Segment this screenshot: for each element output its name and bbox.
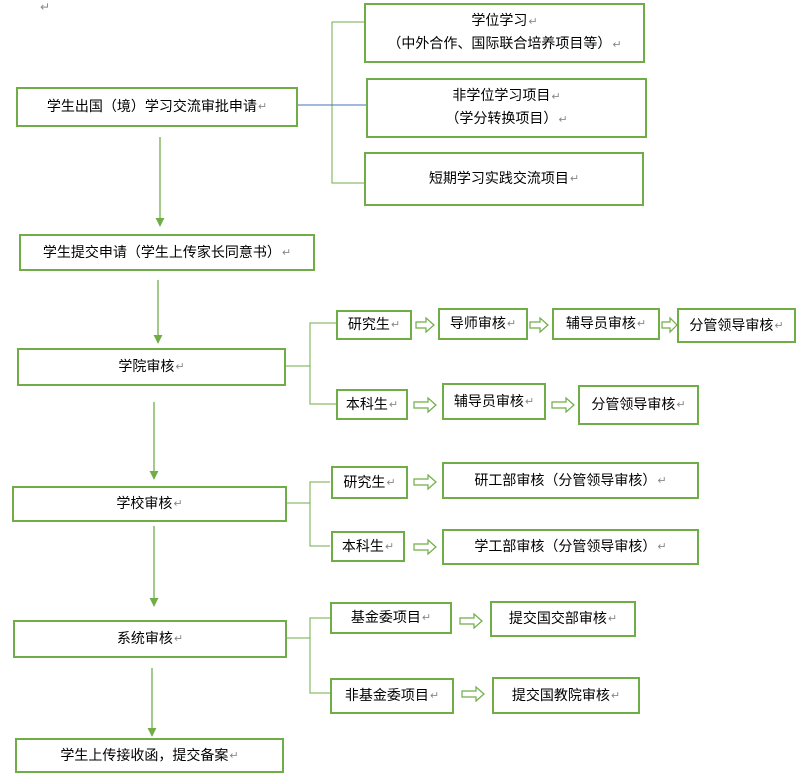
paragraph-mark: ↵ [429,689,440,702]
college-grad-label: 研究生 [347,317,390,333]
paragraph-mark: ↵ [774,318,784,332]
school-grad-step-box: 研工部审核（分管领导审核）↵ [442,462,699,499]
csc-project-box: 基金委项目↵ [330,602,452,634]
noncsc-project-label: 非基金委项目 [344,688,429,704]
paragraph-mark: ↵ [636,317,647,330]
college-grad-step3-label: 分管领导审核 [689,317,774,334]
school-ug-step-label: 学工部审核（分管领导审核） [474,539,657,555]
noncsc-project-box: 非基金委项目↵ [330,678,454,714]
college-review-box: 学院审核↵ [17,348,286,386]
school-grad-step-label: 研工部审核（分管领导审核） [474,472,657,489]
college-grad-step3-box: 分管领导审核↵ [677,308,796,343]
paragraph-mark: ↵ [569,172,580,185]
paragraph-mark: ↵ [390,318,401,331]
submit-label: 学生提交申请（学生上传家长同意书） [42,244,281,261]
upload-label: 学生上传接收函，提交备案 [60,747,229,764]
csc-project-label: 基金委项目 [350,610,421,626]
short-program-label: 短期学习实践交流项目 [428,171,569,187]
paragraph-mark: ↵ [229,748,239,762]
school-grad-label: 研究生 [343,474,386,491]
paragraph-mark: ↵ [388,397,399,411]
csc-step-box: 提交国交部审核↵ [490,601,636,637]
degree-study-title: 学位学习 [471,13,528,29]
paragraph-mark: ↵ [173,497,183,510]
system-review-label: 系统审核 [116,631,173,647]
paragraph-mark: ↵ [610,688,621,702]
school-ug-box: 本科生↵ [331,531,405,562]
paragraph-mark: ↵ [173,632,184,645]
college-grad-step1-label: 导师审核 [449,316,506,332]
paragraph-mark: ↵ [386,475,396,489]
paragraph-mark: ↵ [384,539,395,553]
college-ug-step2-box: 分管领导审核↵ [578,385,699,425]
paragraph-mark: ↵ [607,612,618,625]
paragraph-mark: ↵ [551,90,561,103]
paragraph-mark: ↵ [524,394,535,408]
school-review-box: 学校审核↵ [12,486,287,522]
college-ug-step1-label: 辅导员审核 [453,393,524,410]
college-ug-step1-box: 辅导员审核↵ [442,383,546,420]
nondegree-study-note: （学分转换项目） [445,111,558,127]
school-review-label: 学校审核 [116,496,173,512]
noncsc-step-label: 提交国教院审核 [511,687,610,704]
submit-box: 学生提交申请（学生上传家长同意书）↵ [19,234,315,271]
degree-study-note: （中外合作、国际联合培养项目等） [387,36,612,52]
system-review-box: 系统审核↵ [13,620,287,658]
paragraph-mark: ↵ [421,611,432,624]
paragraph-mark: ↵ [657,540,667,553]
upload-box: 学生上传接收函，提交备案↵ [15,738,284,773]
degree-study-box: 学位学习↵ （中外合作、国际联合培养项目等）↵ [364,3,645,63]
paragraph-mark: ↵ [612,38,622,51]
school-bracket [287,481,330,547]
college-grad-step1-box: 导师审核↵ [438,308,528,340]
college-grad-step2-box: 辅导员审核↵ [552,308,660,340]
system-bracket [287,617,330,694]
college-ug-box: 本科生↵ [336,389,408,420]
paragraph-mark: ↵ [676,398,686,411]
apply-label: 学生出国（境）学习交流审批申请 [46,99,257,115]
college-grad-step2-label: 辅导员审核 [565,316,636,332]
school-ug-label: 本科生 [341,538,384,555]
paragraph-mark: ↵ [506,317,517,330]
noncsc-step-box: 提交国教院审核↵ [492,677,640,714]
paragraph-mark: ↵ [558,113,568,126]
school-ug-step-box: 学工部审核（分管领导审核）↵ [442,529,699,565]
paragraph-mark: ↵ [528,15,538,28]
college-ug-step2-label: 分管领导审核 [591,397,676,413]
college-ug-label: 本科生 [345,396,388,413]
paragraph-mark: ↵ [257,100,268,113]
college-bracket [286,322,336,405]
nondegree-study-box: 非学位学习项目↵ （学分转换项目）↵ [366,78,647,138]
school-grad-box: 研究生↵ [331,466,408,499]
nondegree-study-title: 非学位学习项目 [452,88,551,104]
paragraph-mark: ↵ [281,245,292,259]
paragraph-mark: ↵ [175,360,185,373]
apply-box: 学生出国（境）学习交流审批申请↵ [16,87,298,127]
college-grad-box: 研究生↵ [336,310,412,340]
short-program-box: 短期学习实践交流项目↵ [364,152,644,206]
double-arrows [413,316,678,703]
college-review-label: 学院审核 [118,359,175,375]
paragraph-mark: ↵ [657,473,667,487]
paragraph-mark: ↵ [40,0,51,14]
types-bracket [331,21,364,184]
csc-step-label: 提交国交部审核 [508,611,607,627]
